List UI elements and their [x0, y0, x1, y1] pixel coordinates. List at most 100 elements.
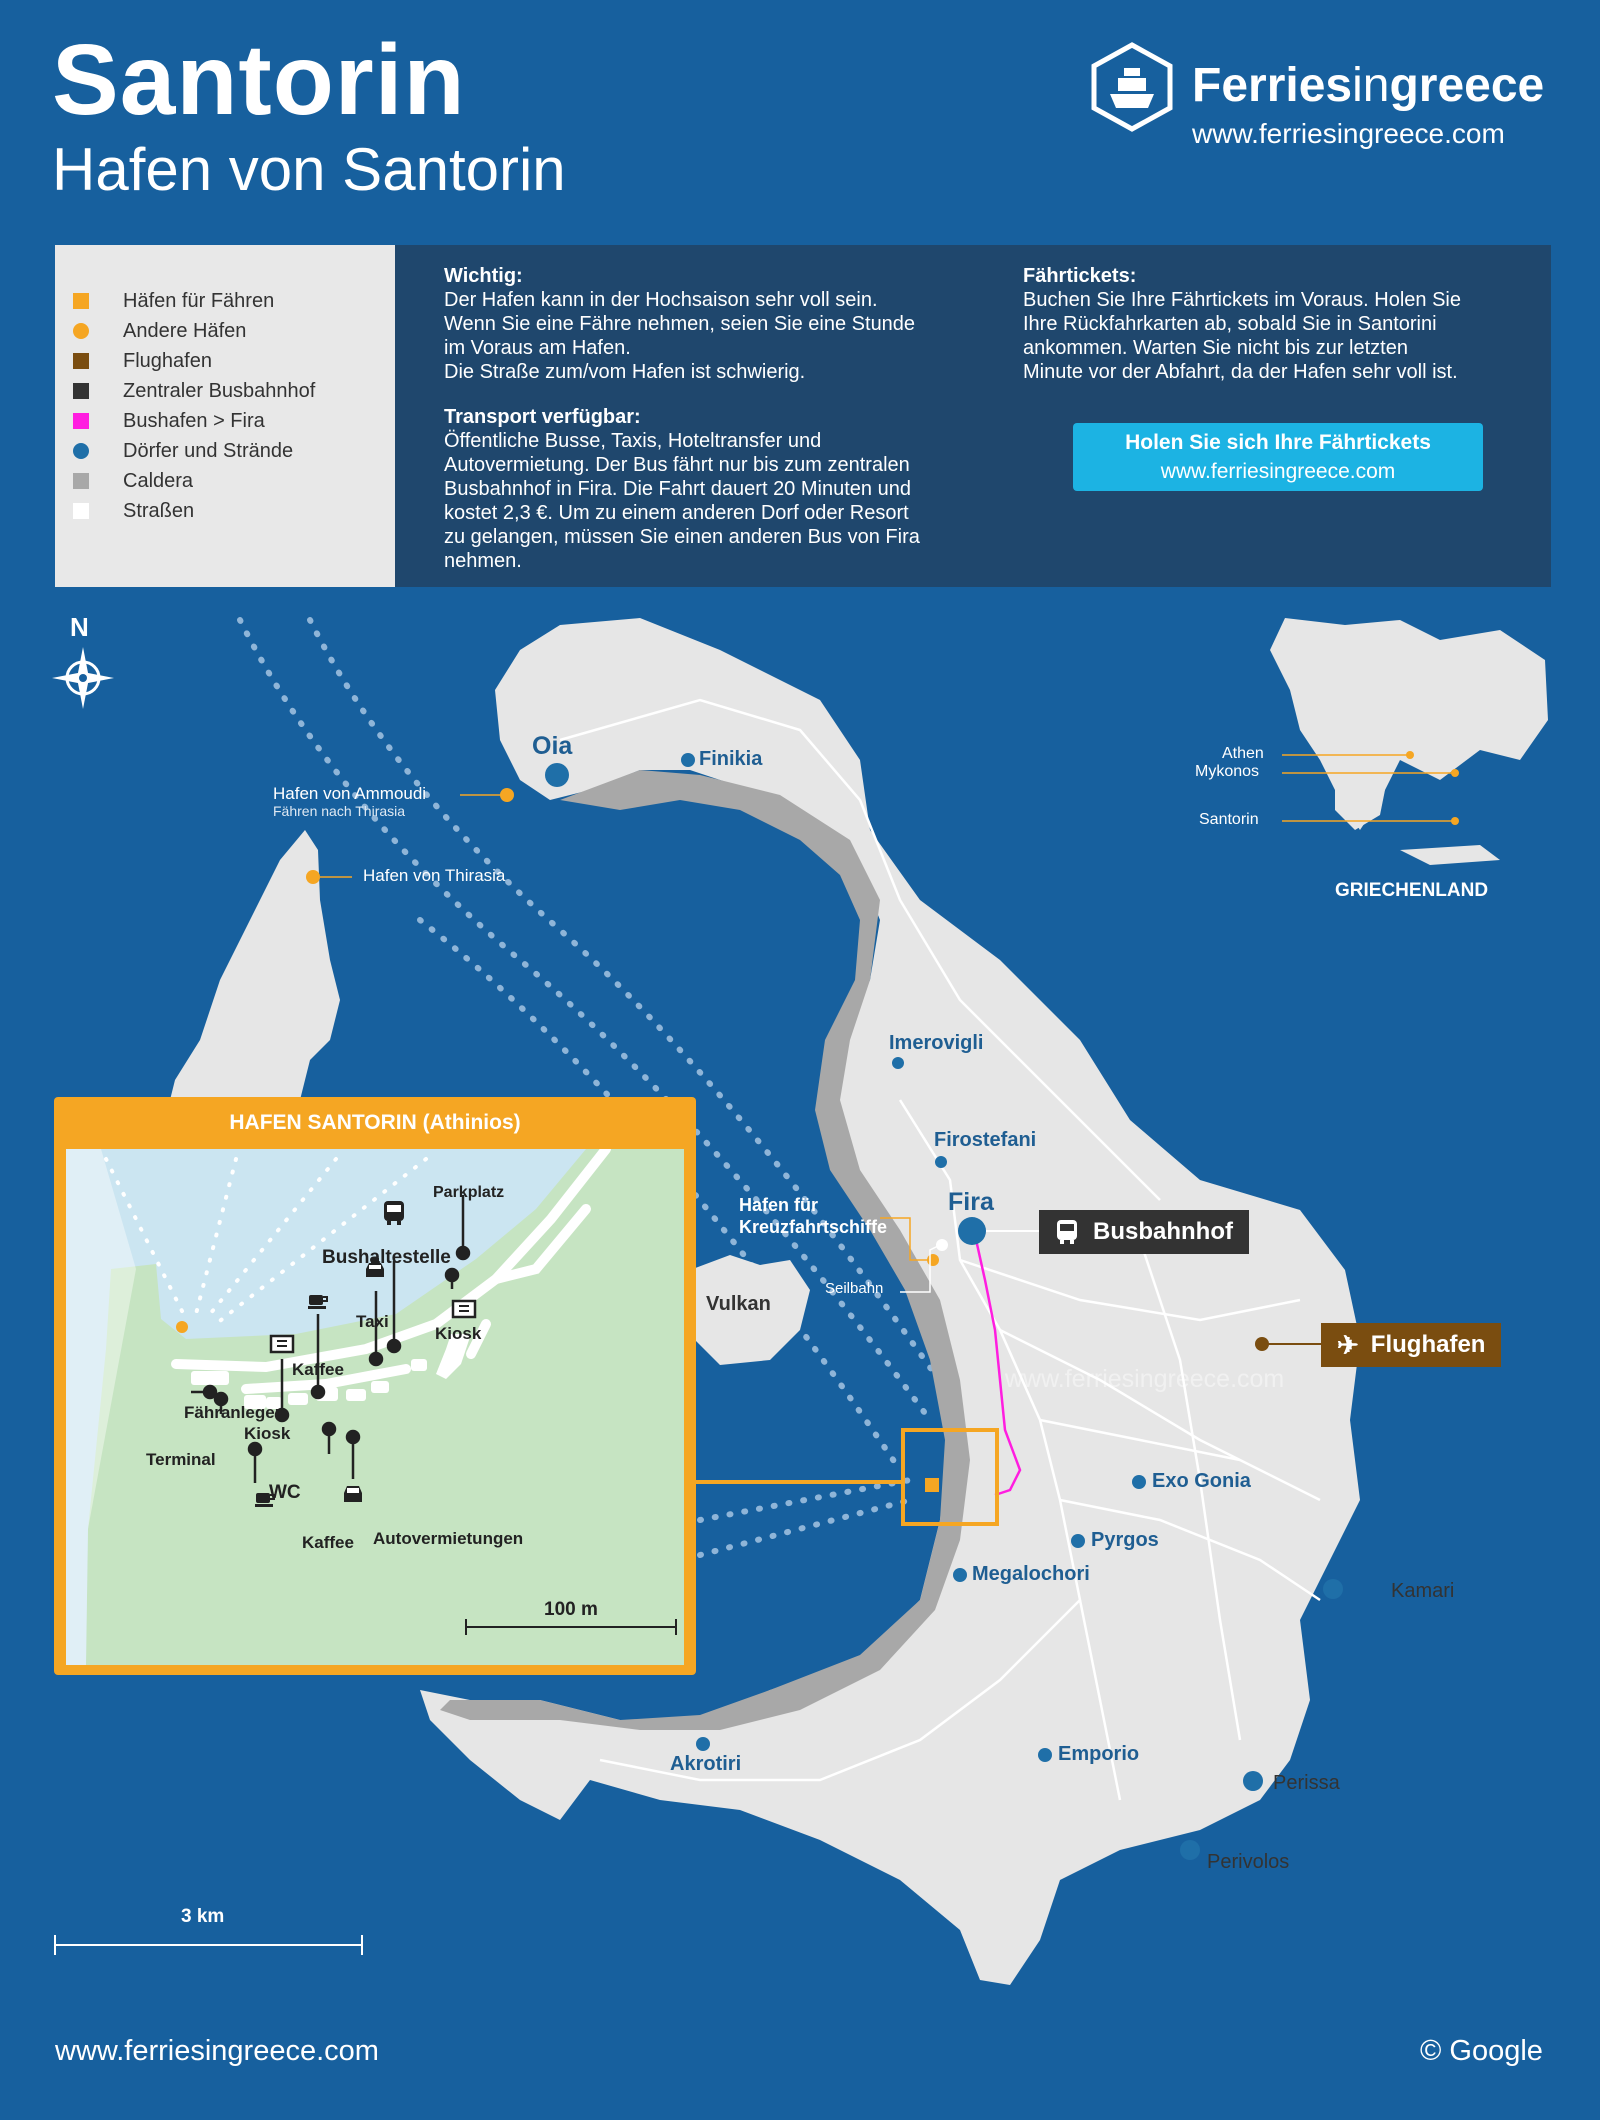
thirasia-port-label: Hafen von Thirasia	[363, 866, 506, 885]
oia-label: Oia	[532, 732, 573, 760]
compass-north-label: N	[70, 612, 89, 642]
legend-item-villages: Dörfer und Strände	[73, 438, 293, 464]
fira-marker	[958, 1217, 986, 1245]
ship-logo-icon	[1091, 42, 1173, 132]
transport-line: nehmen.	[444, 550, 522, 572]
get-tickets-button[interactable]: Holen Sie sich Ihre Fährtickets www.ferr…	[1073, 423, 1483, 491]
legend-label: Zentraler Busbahnhof	[123, 379, 316, 402]
thirasia-port-marker	[306, 870, 320, 884]
imerovigli-marker	[892, 1057, 904, 1069]
square-marker-icon	[73, 473, 89, 489]
square-marker-icon	[73, 383, 89, 399]
transport-line: zu gelangen, müssen Sie einen anderen Bu…	[444, 526, 920, 548]
kiosk-label: Kiosk	[244, 1424, 291, 1443]
thirasia-island	[170, 830, 340, 1100]
important-line: im Voraus am Hafen.	[444, 337, 631, 359]
legend-label: Andere Häfen	[123, 319, 247, 342]
page-title: Santorin	[52, 24, 466, 136]
square-marker-icon	[73, 503, 89, 519]
mykonos-marker	[1451, 769, 1459, 777]
brand-name: Ferriesingreece	[1192, 58, 1544, 113]
inset-map-graphics	[66, 1149, 684, 1665]
legend-item-ferry-ports: Häfen für Fähren	[73, 288, 274, 314]
kamari-label: Kamari	[1391, 1580, 1455, 1602]
inset-title: HAFEN SANTORIN (Athinios)	[229, 1111, 521, 1134]
bus-icon	[1057, 1220, 1077, 1244]
airport-marker	[1255, 1337, 1269, 1351]
legend-item-bus-route: Bushafen > Fira	[73, 408, 265, 434]
car-rental-label: Autovermietungen	[373, 1529, 524, 1548]
roads	[559, 698, 1321, 1801]
greece-map-pointers	[1282, 754, 1455, 822]
footer-url-link[interactable]: www.ferriesingreece.com	[55, 2035, 379, 2067]
kamari-marker	[1323, 1579, 1343, 1599]
wc-label: WC	[269, 1482, 301, 1503]
info-panel: Wichtig: Der Hafen kann in der Hochsaiso…	[395, 245, 1551, 587]
cruise-port-label-line2: Kreuzfahrtschiffe	[739, 1217, 888, 1237]
tickets-line: Buchen Sie Ihre Fährtickets im Voraus. H…	[1023, 289, 1461, 311]
ammoudi-port-label: Hafen von Ammoudi	[273, 784, 427, 803]
volcano-island	[690, 1255, 810, 1365]
bus-stop-label: Bushaltestelle	[322, 1247, 451, 1268]
circle-marker-icon	[73, 323, 89, 339]
footer-copyright: © Google	[1420, 2035, 1543, 2067]
athinios-port-marker	[925, 1478, 939, 1492]
important-line: Die Straße zum/vom Hafen ist schwierig.	[444, 361, 806, 383]
bus-station-callout: Busbahnhof	[1039, 1210, 1249, 1254]
airplane-icon: ✈	[1337, 1329, 1359, 1360]
legend-label: Häfen für Fähren	[123, 289, 275, 312]
transport-heading: Transport verfügbar:	[444, 406, 641, 428]
santorin-label: Santorin	[1199, 811, 1259, 828]
tickets-heading: Fährtickets:	[1023, 265, 1137, 287]
compass-rose-icon	[52, 647, 114, 709]
finikia-marker	[681, 753, 695, 767]
perissa-label: Perissa	[1273, 1772, 1340, 1794]
fira-label: Fira	[948, 1188, 994, 1216]
page-subtitle: Hafen von Santorin	[52, 136, 566, 203]
akrotiri-marker	[696, 1737, 710, 1751]
inset-scale-label: 100 m	[544, 1599, 598, 1620]
pyrgos-marker	[1071, 1534, 1085, 1548]
transport-line: Autovermietung. Der Bus fährt nur bis zu…	[444, 454, 910, 476]
brand-name-part1: Ferries	[1192, 59, 1353, 112]
kiosk-ticket-icon	[451, 1296, 477, 1322]
brand-name-part2: in	[1352, 59, 1390, 112]
watermark: www.ferriesingreece.com	[1005, 1365, 1285, 1393]
square-marker-icon	[73, 413, 89, 429]
square-marker-icon	[73, 293, 89, 309]
bus-stop-icon	[381, 1200, 407, 1226]
emporio-label: Emporio	[1058, 1743, 1140, 1765]
map-scale-bar	[54, 1935, 363, 1955]
bus-route-to-fira	[973, 1234, 1022, 1497]
legend-item-roads: Straßen	[73, 498, 194, 524]
athens-marker	[1406, 751, 1414, 759]
tickets-section: Fährtickets: Buchen Sie Ihre Fährtickets…	[1023, 265, 1543, 384]
brand-url-link[interactable]: www.ferriesingreece.com	[1192, 118, 1505, 149]
perissa-marker	[1243, 1771, 1263, 1791]
athens-label: Athen	[1222, 745, 1264, 762]
legend: Häfen für Fähren Andere Häfen Flughafen …	[55, 245, 395, 587]
cable-car-marker	[936, 1239, 948, 1251]
car-rental-icon	[340, 1481, 366, 1507]
cruise-port-marker	[927, 1254, 939, 1266]
bus-station-label: Busbahnhof	[1093, 1218, 1233, 1245]
kiosk-label: Kiosk	[435, 1324, 482, 1343]
exo-gonia-label: Exo Gonia	[1152, 1470, 1251, 1492]
coffee-icon	[305, 1285, 331, 1311]
legend-label: Flughafen	[123, 349, 212, 372]
airport-callout: ✈ Flughafen	[1321, 1323, 1502, 1367]
imerovigli-label: Imerovigli	[889, 1032, 984, 1054]
volcano-label: Vulkan	[706, 1293, 771, 1315]
legend-item-bus-station: Zentraler Busbahnhof	[73, 378, 315, 404]
akrotiri-label: Akrotiri	[670, 1753, 742, 1775]
tickets-line: Minute vor der Abfahrt, da der Hafen seh…	[1023, 361, 1458, 383]
main-island	[420, 618, 1360, 1985]
inset-pointers	[176, 1195, 677, 1635]
legend-item-airport: Flughafen	[73, 348, 212, 374]
inset-map: Parkplatz Bushaltestelle Taxi Kiosk Kaff…	[66, 1149, 684, 1665]
greece-label: GRIECHENLAND	[1335, 880, 1489, 901]
tickets-line: Ihre Rückfahrkarten ab, sobald Sie in Sa…	[1023, 313, 1437, 335]
exo-gonia-marker	[1132, 1475, 1146, 1489]
legend-label: Straßen	[123, 499, 195, 522]
airport-label: Flughafen	[1370, 1331, 1486, 1358]
